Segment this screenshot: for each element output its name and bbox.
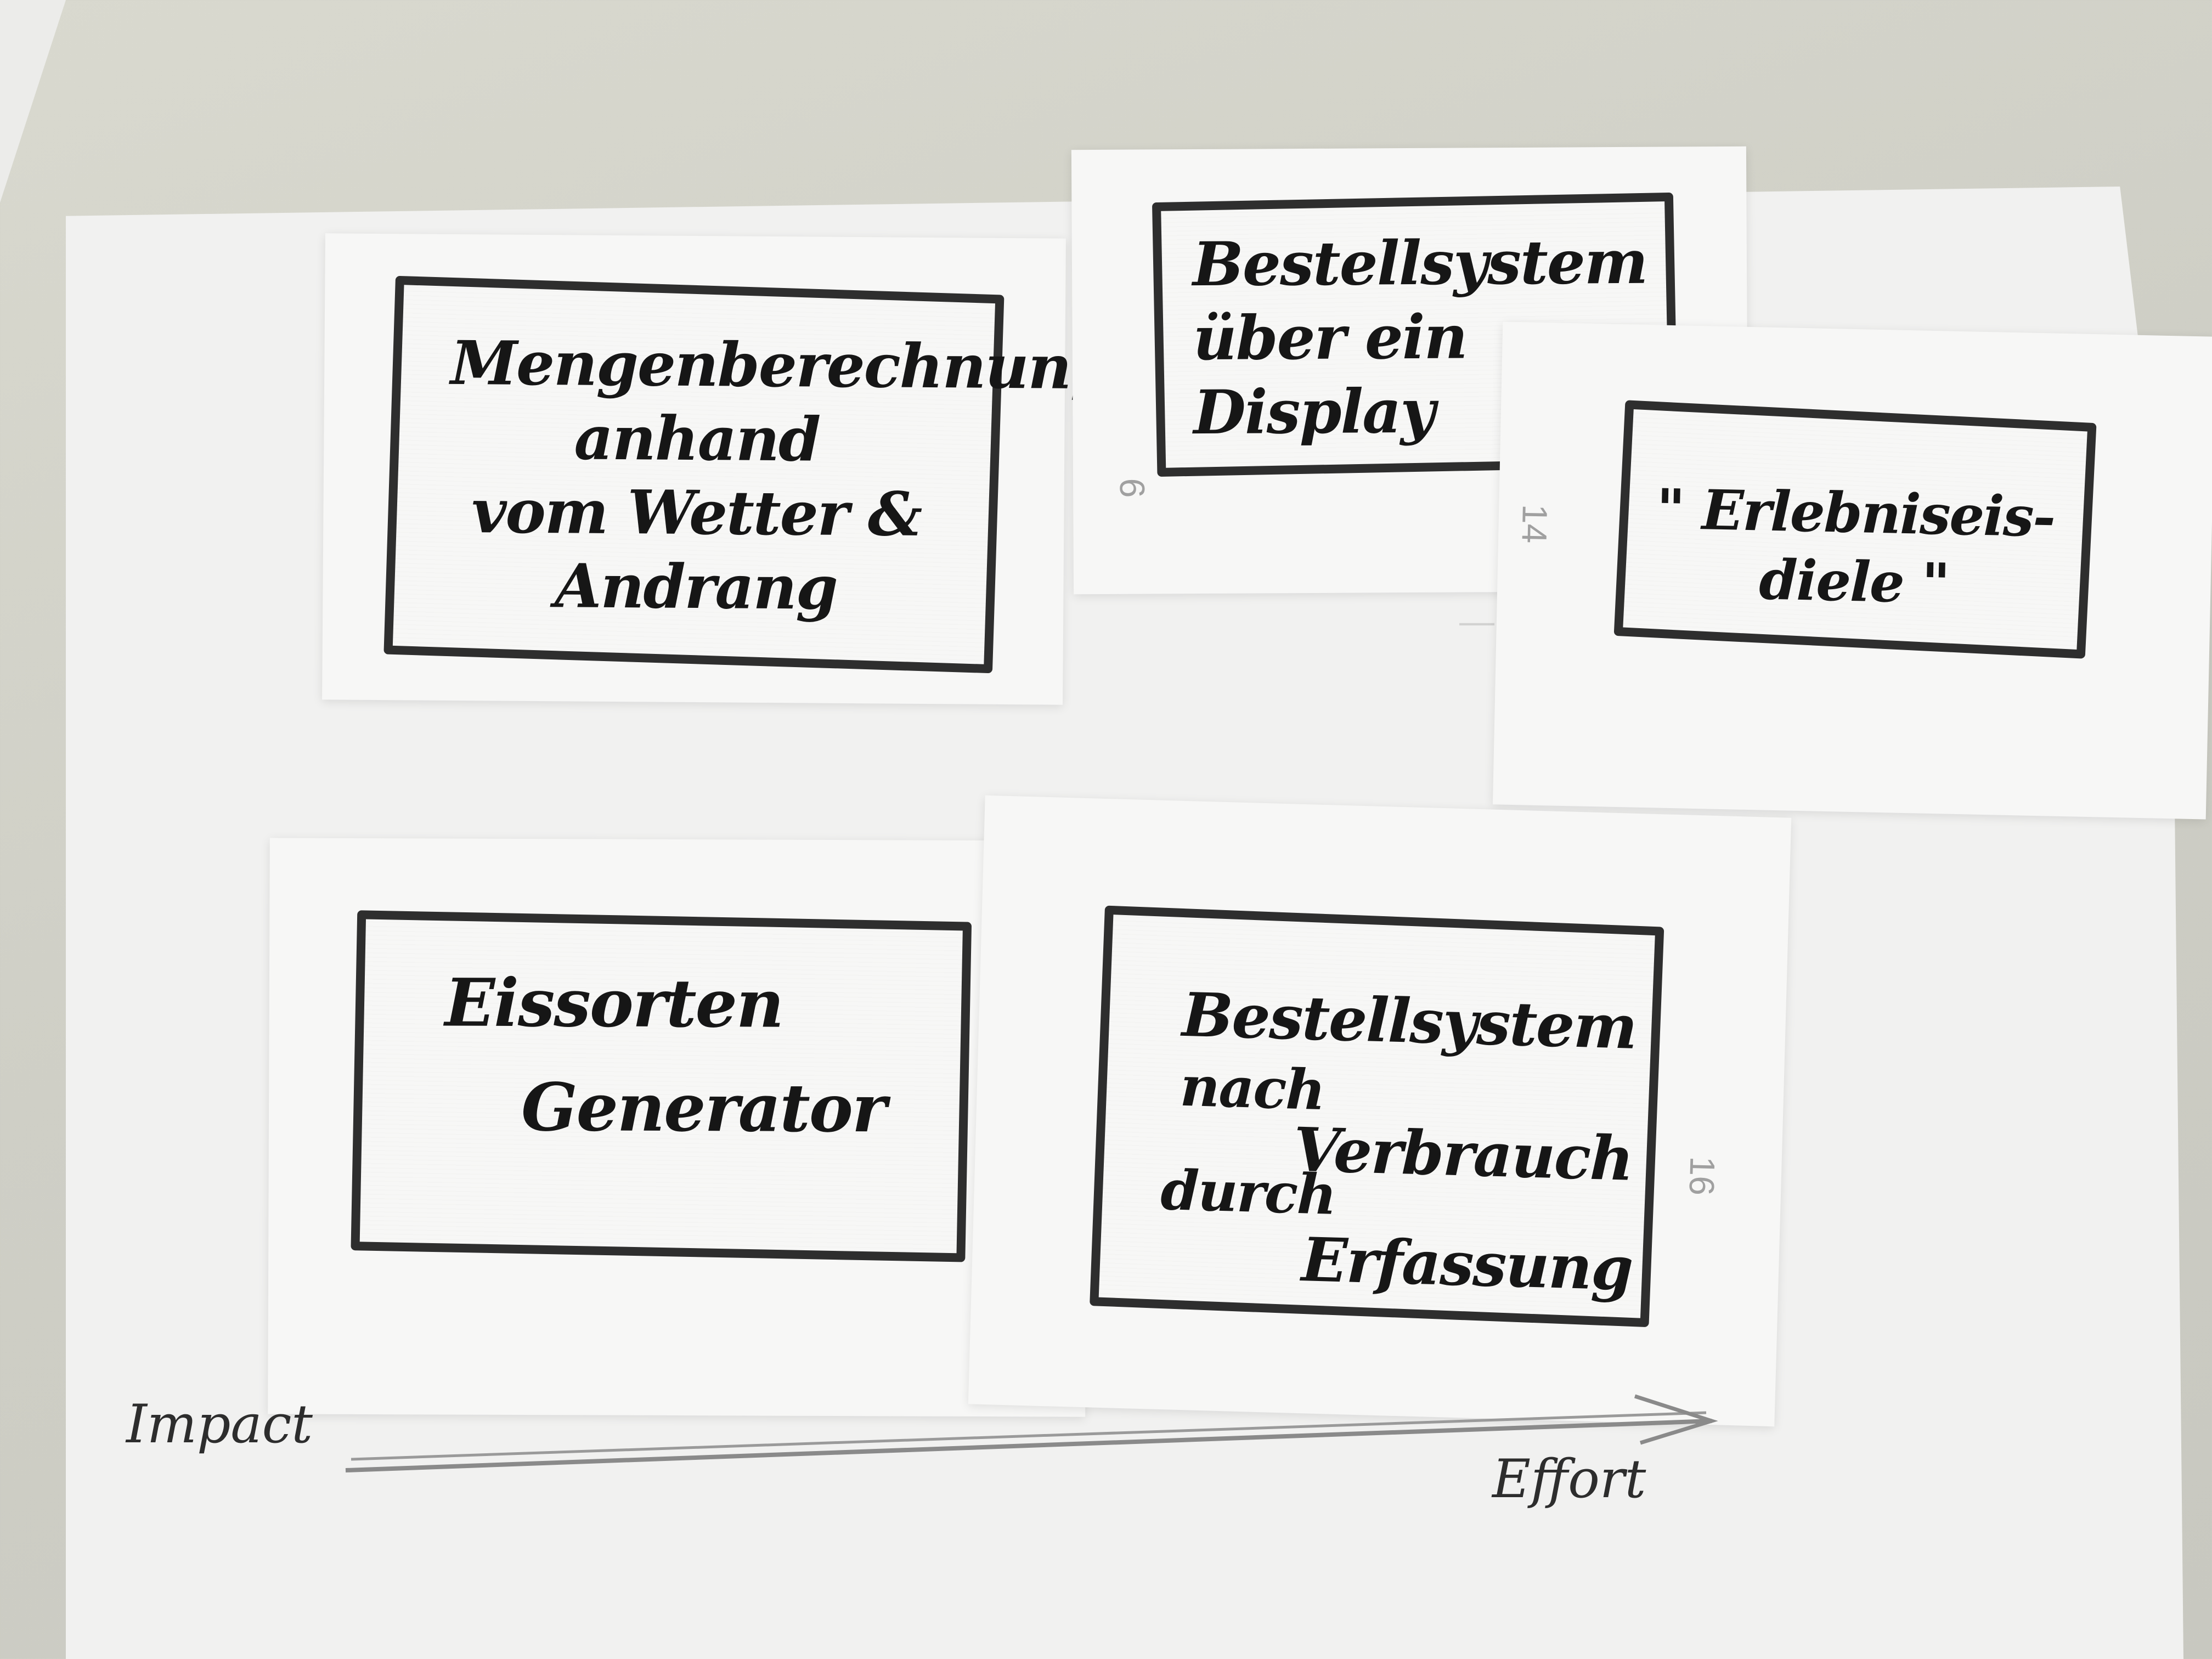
effort-label: Effort: [1492, 1448, 1646, 1510]
impact-label: Impact: [126, 1393, 313, 1455]
